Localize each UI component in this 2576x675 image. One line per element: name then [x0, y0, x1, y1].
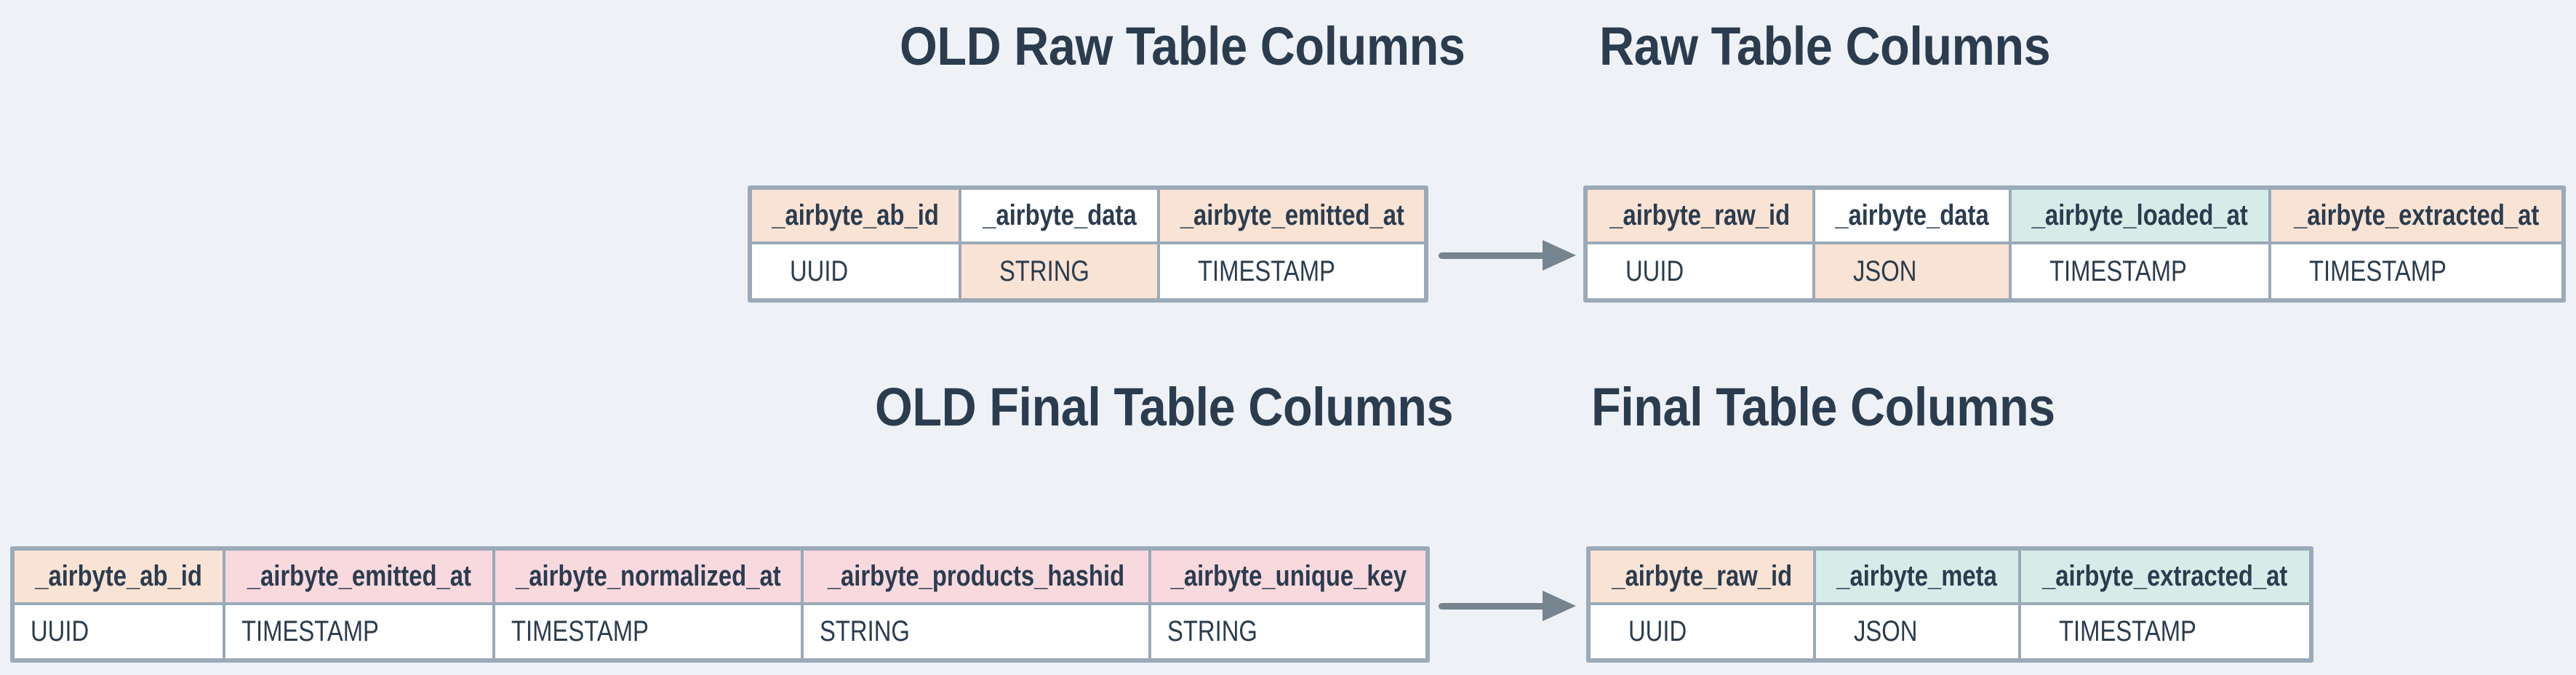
column-type-cell: TIMESTAMP — [2271, 244, 2561, 298]
column-type-cell: TIMESTAMP — [2012, 244, 2268, 298]
title-old-raw-table-columns: OLD Raw Table Columns — [900, 16, 1465, 76]
arrow-line — [1439, 603, 1548, 610]
title-final-table-columns: Final Table Columns — [1591, 377, 2055, 437]
column-header-cell: _airbyte_extracted_at — [2021, 551, 2309, 602]
column-type-cell: STRING — [804, 605, 1148, 658]
arrow-head-icon — [1543, 240, 1576, 271]
column-header-cell: _airbyte_normalized_at — [495, 551, 801, 602]
column-type-cell: TIMESTAMP — [2021, 605, 2309, 658]
column-type-cell: STRING — [961, 244, 1157, 298]
column-type-cell: JSON — [1815, 244, 2009, 298]
raw-table: _airbyte_raw_id _airbyte_data _airbyte_l… — [1583, 185, 2566, 303]
column-type-cell: STRING — [1151, 605, 1425, 658]
column-header-cell: _airbyte_meta — [1816, 551, 2018, 602]
column-type-cell: TIMESTAMP — [1160, 244, 1424, 298]
column-type-cell: UUID — [1588, 244, 1812, 298]
column-type-cell: UUID — [752, 244, 959, 298]
column-header-cell: _airbyte_unique_key — [1151, 551, 1425, 602]
column-type-cell: UUID — [15, 605, 223, 658]
column-header-cell: _airbyte_ab_id — [752, 190, 959, 241]
old-final-table: _airbyte_ab_id _airbyte_emitted_at _airb… — [10, 546, 1430, 663]
column-type-cell: JSON — [1816, 605, 2018, 658]
column-header-cell: _airbyte_data — [1815, 190, 2009, 241]
column-header-cell: _airbyte_emitted_at — [225, 551, 492, 602]
column-header-cell: _airbyte_data — [961, 190, 1157, 241]
column-type-cell: TIMESTAMP — [225, 605, 492, 658]
column-header-cell: _airbyte_products_hashid — [804, 551, 1148, 602]
arrow-old-final-to-final — [1439, 591, 1576, 621]
column-header-cell: _airbyte_raw_id — [1591, 551, 1813, 602]
final-table: _airbyte_raw_id _airbyte_meta _airbyte_e… — [1586, 546, 2313, 663]
arrow-old-raw-to-raw — [1439, 240, 1576, 271]
column-type-cell: TIMESTAMP — [495, 605, 801, 658]
arrow-head-icon — [1543, 591, 1576, 621]
column-header-cell: _airbyte_loaded_at — [2012, 190, 2268, 241]
column-header-cell: _airbyte_emitted_at — [1160, 190, 1424, 241]
title-raw-table-columns: Raw Table Columns — [1599, 16, 2051, 76]
old-raw-table: _airbyte_ab_id _airbyte_data _airbyte_em… — [748, 185, 1428, 303]
column-header-cell: _airbyte_ab_id — [15, 551, 223, 602]
title-old-final-table-columns: OLD Final Table Columns — [875, 377, 1454, 437]
arrow-line — [1439, 252, 1548, 259]
column-type-cell: UUID — [1591, 605, 1813, 658]
column-header-cell: _airbyte_raw_id — [1588, 190, 1812, 241]
column-header-cell: _airbyte_extracted_at — [2271, 190, 2561, 241]
